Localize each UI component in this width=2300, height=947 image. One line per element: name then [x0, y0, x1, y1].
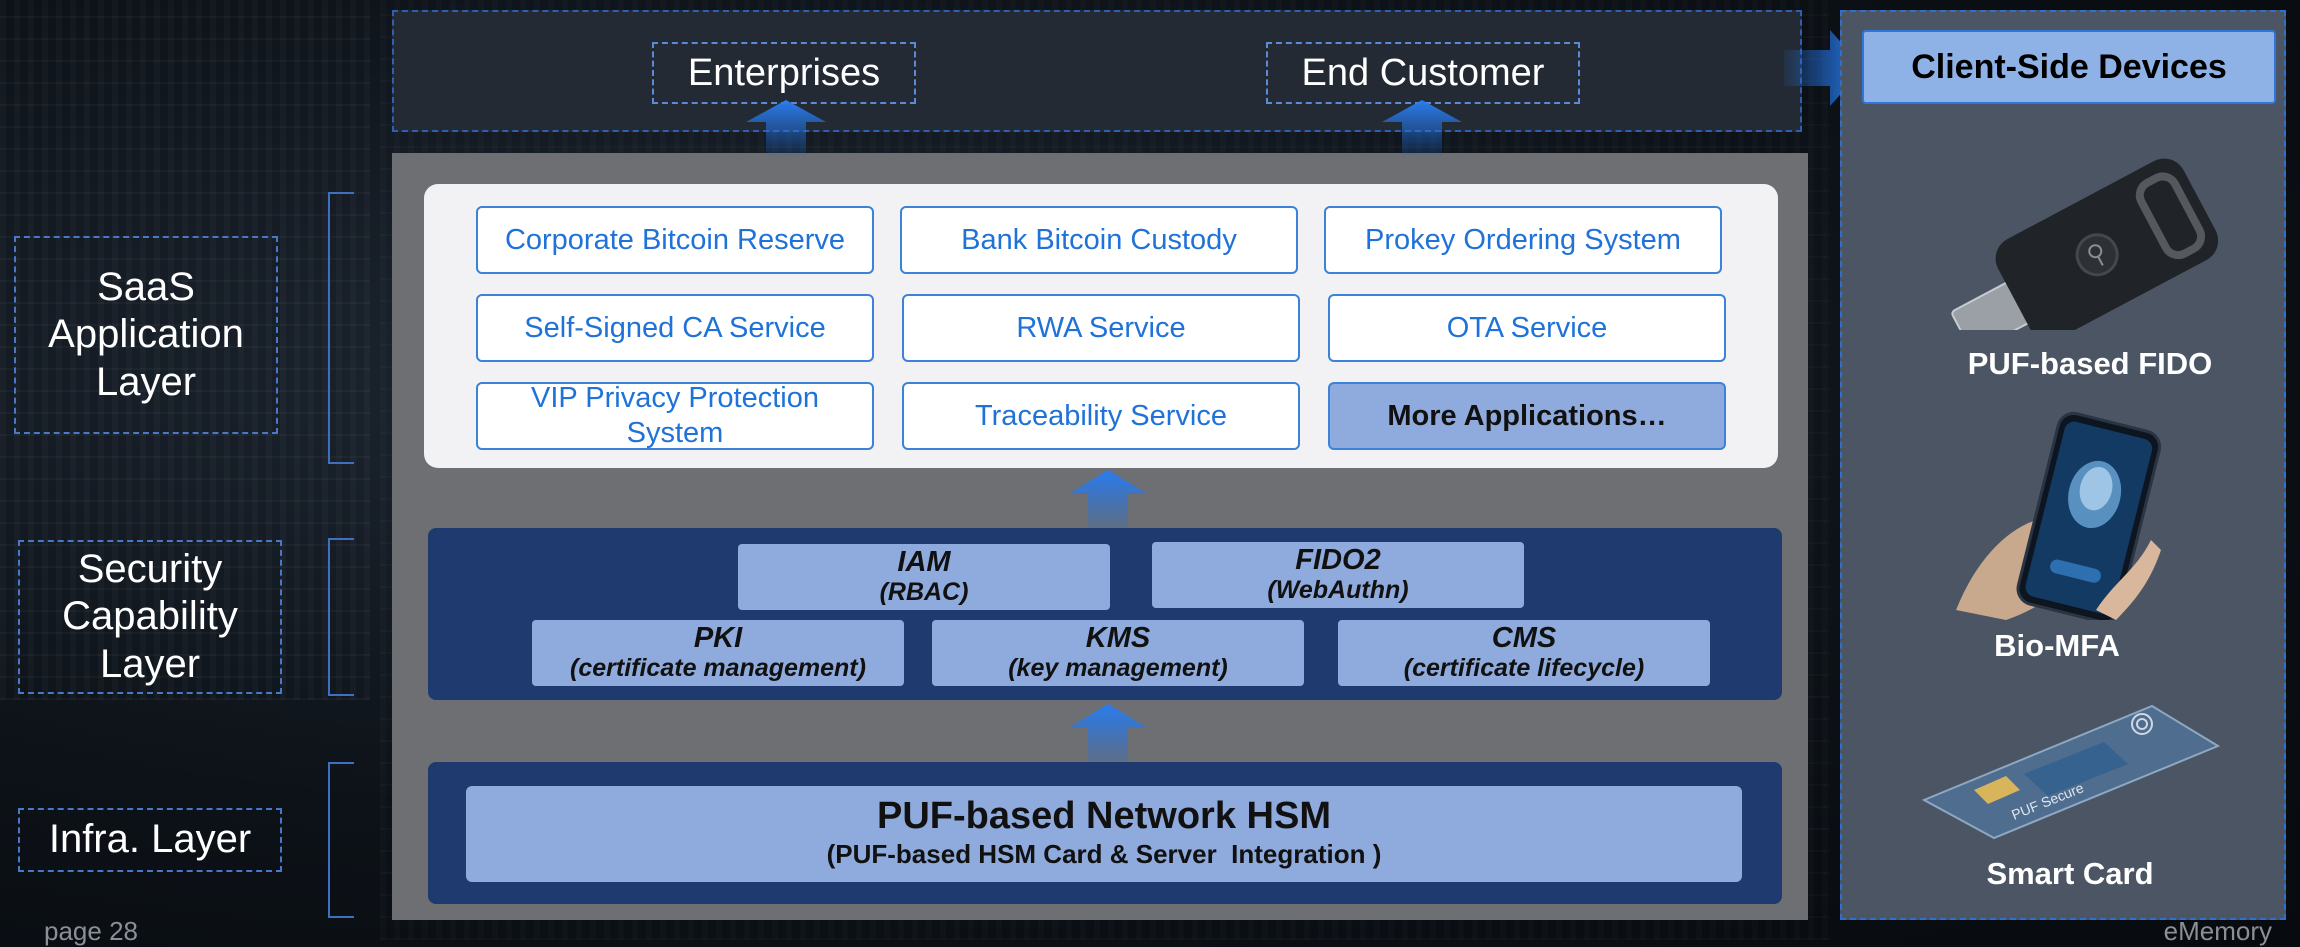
saas-layer-bracket [328, 192, 354, 464]
security-capability-layer-label: Security Capability Layer [18, 540, 282, 694]
app-rwa-service[interactable]: RWA Service [902, 294, 1300, 362]
cms-title: CMS [1491, 621, 1557, 654]
security-layer-text: Security Capability Layer [62, 547, 238, 686]
enterprises-box: Enterprises [652, 42, 916, 104]
puf-based-fido-label: PUF-based FIDO [1967, 346, 2213, 381]
saas-layer-text: SaaS Application Layer [48, 265, 244, 404]
app-traceability-service[interactable]: Traceability Service [902, 382, 1300, 450]
cms-box[interactable]: CMS (certificate lifecycle) [1338, 620, 1710, 686]
brand-name: eMemory [2163, 916, 2272, 946]
arrow-up-to-security-icon [1068, 704, 1148, 766]
arrow-up-end-customer-icon [1382, 100, 1462, 156]
audience-bar [392, 10, 1802, 132]
more-applications-button[interactable]: More Applications… [1328, 382, 1726, 450]
app-corporate-bitcoin-reserve[interactable]: Corporate Bitcoin Reserve [476, 206, 874, 274]
iam-box[interactable]: IAM (RBAC) [738, 544, 1110, 610]
infra-layer-label: Infra. Layer [18, 808, 282, 872]
end-customer-label: End Customer [1301, 51, 1545, 94]
iam-subtitle: (RBAC) [879, 578, 969, 607]
infra-layer-bracket [328, 762, 354, 918]
hsm-subtitle: (PUF-based HSM Card & Server Integration… [826, 839, 1382, 869]
infra-layer-text: Infra. Layer [48, 817, 252, 862]
client-side-devices-title: Client-Side Devices [1862, 30, 2276, 104]
saas-application-layer-label: SaaS Application Layer [14, 236, 278, 434]
security-layer-bracket [328, 538, 354, 696]
fido2-title: FIDO2 [1295, 543, 1381, 576]
puf-network-hsm-box[interactable]: PUF-based Network HSM (PUF-based HSM Car… [466, 786, 1742, 882]
pki-box[interactable]: PKI (certificate management) [532, 620, 904, 686]
bio-mfa-label: Bio-MFA [1994, 628, 2120, 663]
page-number: page 28 [44, 916, 138, 946]
cms-subtitle: (certificate lifecycle) [1403, 654, 1645, 683]
enterprises-label: Enterprises [687, 51, 881, 94]
pki-subtitle: (certificate management) [570, 654, 866, 683]
bio-mfa-phone-icon [1956, 411, 2162, 620]
background-server-rack-left [0, 0, 370, 700]
app-bank-bitcoin-custody[interactable]: Bank Bitcoin Custody [900, 206, 1298, 274]
iam-title: IAM [897, 545, 951, 578]
arrow-up-to-apps-icon [1068, 470, 1148, 530]
kms-box[interactable]: KMS (key management) [932, 620, 1304, 686]
fido-security-key-icon [1951, 158, 2219, 330]
fido2-box[interactable]: FIDO2 (WebAuthn) [1152, 542, 1524, 608]
app-prokey-ordering-system[interactable]: Prokey Ordering System [1324, 206, 1722, 274]
app-ota-service[interactable]: OTA Service [1328, 294, 1726, 362]
smart-card-label: Smart Card [1986, 856, 2154, 891]
smart-card-icon: PUF Secure [1921, 704, 2221, 840]
fido2-subtitle: (WebAuthn) [1267, 576, 1409, 605]
pki-title: PKI [693, 621, 743, 654]
hsm-title: PUF-based Network HSM [877, 795, 1331, 838]
app-self-signed-ca-service[interactable]: Self-Signed CA Service [476, 294, 874, 362]
kms-subtitle: (key management) [1008, 654, 1228, 683]
app-vip-privacy-protection-system[interactable]: VIP Privacy Protection System [476, 382, 874, 450]
kms-title: KMS [1085, 621, 1151, 654]
arrow-up-enterprises-icon [746, 100, 826, 156]
end-customer-box: End Customer [1266, 42, 1580, 104]
